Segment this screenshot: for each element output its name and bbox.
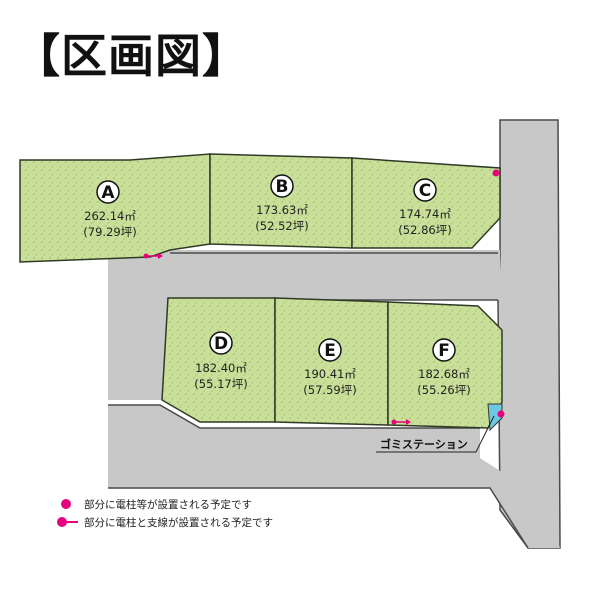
legend-text-pole: 部分に電柱等が設置される予定です <box>84 498 252 511</box>
lot-e-tsubo: (57.59坪) <box>303 383 356 397</box>
lot-c-badge <box>413 178 437 202</box>
lot-labels: A 262.14㎡ (79.29坪) B 173.63㎡ (52.52坪) C … <box>83 174 471 397</box>
gomi-station-label: ゴミステーション <box>380 437 468 451</box>
legend-dot-icon <box>61 499 71 509</box>
lot-f-tsubo: (55.26坪) <box>417 383 470 397</box>
lot-d-area: 182.40㎡ <box>195 361 247 375</box>
road-south-edge <box>108 404 480 429</box>
lot-b-id: B <box>276 177 289 197</box>
lot-a-label: A 262.14㎡ (79.29坪) <box>83 180 137 239</box>
lot-b-label: B 173.63㎡ (52.52坪) <box>255 174 309 233</box>
lot-e-id: E <box>324 341 336 361</box>
utility-markers <box>143 169 505 425</box>
legend-text-pole-guy: 部分に電柱と支線が設置される予定です <box>84 516 273 529</box>
gomi-station-leader <box>376 415 495 453</box>
lot-b-badge <box>270 174 294 198</box>
lot-e-label: E 190.41㎡ (57.59坪) <box>303 338 357 397</box>
lot-c-id: C <box>419 181 431 201</box>
lot-f-area: 182.68㎡ <box>418 367 470 381</box>
lot-a-badge <box>96 180 120 204</box>
lot-d-id: D <box>214 334 228 354</box>
lot-a-tsubo: (79.29坪) <box>83 225 136 239</box>
lot-d <box>161 297 276 423</box>
legend: 部分に電柱等が設置される予定です 部分に電柱と支線が設置される予定です <box>57 498 273 529</box>
lot-b-tsubo: (52.52坪) <box>255 219 308 233</box>
road-south <box>108 405 560 548</box>
lot-d-badge <box>209 331 233 355</box>
lot-d-label: D 182.40㎡ (55.17坪) <box>194 331 248 391</box>
lot-c-area: 174.74㎡ <box>399 207 451 221</box>
pole-guy-marker-a <box>143 253 163 259</box>
lot-b-area: 173.63㎡ <box>256 203 308 217</box>
lot-a-id: A <box>101 183 115 203</box>
gomi-station-area <box>487 403 503 432</box>
road-south-edge-lower <box>108 487 529 549</box>
lot-a-area: 262.14㎡ <box>84 209 136 223</box>
lot-e-area: 190.41㎡ <box>304 367 356 381</box>
lot-c <box>351 157 501 249</box>
lot-e-badge <box>318 338 342 362</box>
lot-c-tsubo: (52.86坪) <box>398 223 451 237</box>
lot-f-badge <box>432 338 456 362</box>
roads <box>108 119 561 549</box>
lots <box>19 153 503 429</box>
lot-c-label: C 174.74㎡ (52.86坪) <box>398 178 452 237</box>
road-middle <box>108 250 500 400</box>
pole-guy-marker-f <box>391 419 411 425</box>
lot-f-id: F <box>438 341 450 361</box>
lot-f-label: F 182.68㎡ (55.26坪) <box>417 338 471 397</box>
pole-marker-c <box>492 169 500 177</box>
pole-marker-f <box>497 410 505 418</box>
page-title: 【区画図】 <box>14 29 249 83</box>
lot-f <box>387 301 503 429</box>
lot-a <box>19 153 211 263</box>
lot-d-tsubo: (55.17坪) <box>194 377 247 391</box>
legend-dot-line-icon <box>57 517 78 527</box>
lot-b <box>209 153 353 249</box>
